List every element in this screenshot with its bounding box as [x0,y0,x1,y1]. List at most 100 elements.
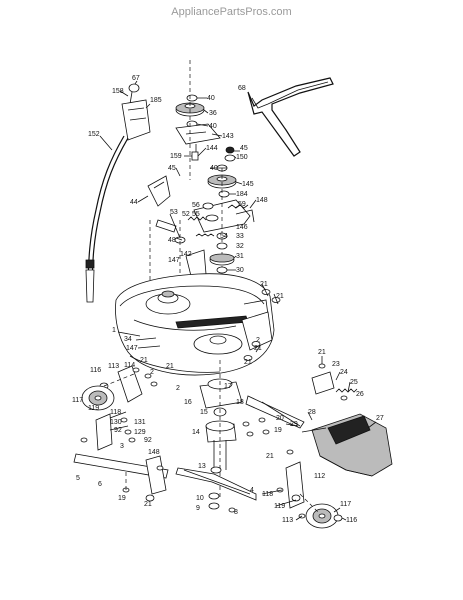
callout-6: 6 [98,481,102,488]
callout-48: 48 [168,237,176,244]
front-link-bracket[interactable] [80,411,136,451]
mower-deck-housing[interactable] [115,273,275,376]
callout-2: 2 [176,385,180,392]
hardware-bolts-upper[interactable] [216,146,236,172]
callout-114: 114 [124,362,135,369]
callout-8: 8 [234,509,238,516]
callout-2: 2 [150,369,154,376]
chute-bracket[interactable] [311,363,358,401]
deck-hardware[interactable] [243,283,281,361]
callout-13: 13 [198,463,206,470]
callout-56: 56 [192,202,200,209]
callout-55: 55 [192,211,200,218]
callout-20: 20 [276,415,284,422]
callout-21: 21 [318,349,326,356]
callout-40: 40 [207,95,215,102]
callout-184: 184 [236,191,248,198]
drive-belt[interactable] [247,77,334,157]
callout-53: 53 [170,209,178,216]
callout-54: 54 [220,233,228,240]
callout-26: 26 [356,391,364,398]
callout-labels: 67 158 185 68 40 36 40 143 152 144 45 15… [72,75,384,524]
callout-21: 21 [260,281,268,288]
callout-143: 143 [222,133,234,140]
callout-148: 148 [256,197,268,204]
front-link-rod[interactable] [73,453,169,502]
callout-44: 44 [130,199,138,206]
callout-45: 45 [240,145,248,152]
callout-150: 150 [236,154,248,161]
callout-27: 27 [376,415,384,422]
discharge-chute[interactable] [301,413,393,477]
callout-10: 10 [196,495,204,502]
callout-23: 23 [332,361,340,368]
callout-147: 147 [168,257,180,264]
callout-9: 9 [196,505,200,512]
callout-29: 29 [290,421,298,428]
callout-185: 185 [150,97,162,104]
callout-2: 2 [256,337,260,344]
callout-28: 28 [308,409,316,416]
callout-3: 3 [120,443,124,450]
callout-25: 25 [350,379,358,386]
callout-19: 19 [274,427,282,434]
callout-92: 92 [114,427,122,434]
mower-blade[interactable] [175,466,257,513]
callout-21: 21 [266,453,274,460]
callout-59: 59 [238,201,246,208]
callout-116: 116 [346,517,357,524]
callout-45: 45 [168,165,176,172]
callout-52: 52 [182,211,190,218]
callout-33: 33 [236,233,244,240]
callout-40: 40 [209,123,217,130]
callout-119: 119 [88,405,99,412]
callout-148: 148 [148,449,160,456]
callout-19: 19 [118,495,126,502]
callout-147: 147 [126,345,138,352]
callout-146: 146 [236,224,248,231]
callout-16: 16 [184,399,192,406]
callout-113: 113 [282,517,293,524]
callout-34: 34 [124,336,132,343]
callout-18: 18 [236,399,244,406]
callout-142: 142 [180,251,192,258]
callout-159: 159 [170,153,182,160]
callout-14: 14 [192,429,200,436]
callout-1: 1 [112,327,116,334]
left-gauge-wheel[interactable] [81,365,158,411]
callout-4: 4 [250,487,254,494]
callout-24: 24 [340,369,348,376]
callout-118: 118 [110,409,121,416]
callout-145: 145 [242,181,254,188]
callout-92: 92 [144,437,152,444]
callout-32: 32 [236,243,244,250]
callout-21: 21 [144,501,152,508]
leader-lines [99,80,377,521]
callout-158: 158 [112,88,124,95]
callout-129: 129 [134,429,146,436]
callout-31: 31 [236,253,244,260]
callout-131: 131 [134,419,146,426]
upper-pulley-assembly[interactable] [175,60,221,180]
center-spindle-assembly[interactable] [199,360,254,500]
callout-30: 30 [236,267,244,274]
belt-guard-left[interactable] [147,175,171,207]
callout-21: 21 [140,357,148,364]
callout-144: 144 [206,145,218,152]
callout-21: 21 [276,293,284,300]
rear-deflector-bracket[interactable] [245,395,305,435]
center-spindle-pulley[interactable] [209,232,235,274]
callout-17: 17 [224,383,232,390]
callout-152: 152 [88,131,100,138]
callout-67: 67 [132,75,140,82]
callout-68: 68 [238,85,246,92]
callout-117: 117 [340,501,351,508]
callout-117: 117 [72,397,83,404]
callout-118: 118 [262,491,273,498]
engagement-cable[interactable] [85,83,151,303]
callout-119: 119 [274,503,285,510]
watermark: AppliancePartsPros.com [171,6,292,18]
callout-130: 130 [110,419,122,426]
callout-21: 21 [244,359,252,366]
